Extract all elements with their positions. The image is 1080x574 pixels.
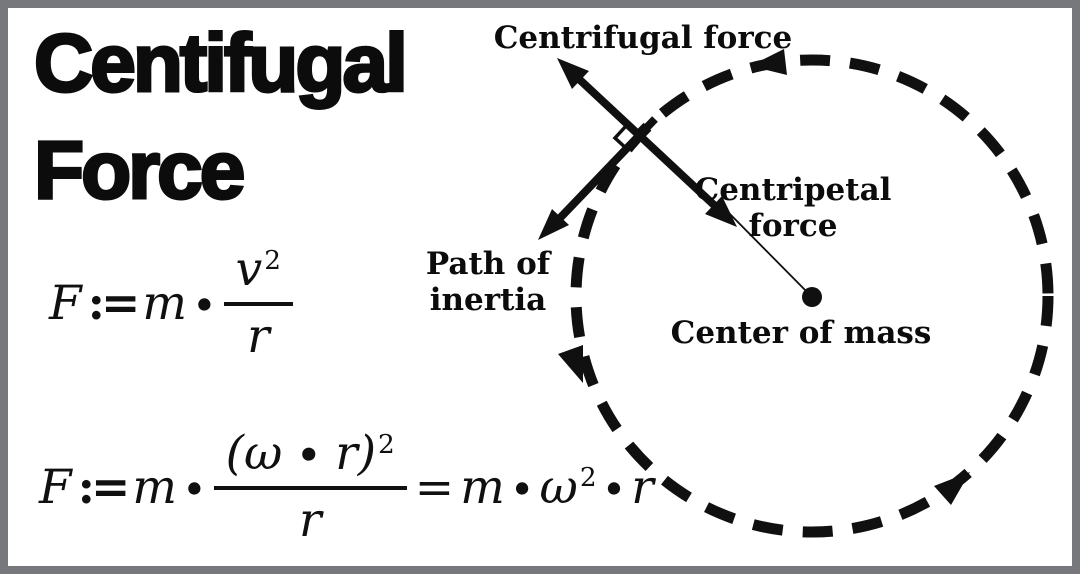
equals-operator: = (414, 459, 455, 515)
poster-title-line2: Force (33, 124, 247, 218)
formula-angular-rhs-m: m (460, 459, 505, 515)
numerator-base: (ω ∙ r) (225, 426, 377, 481)
numerator-exponent: 2 (378, 429, 395, 460)
formula-angular-rhs-r: r (631, 459, 654, 515)
label-centrifugal-force: Centrifugal force (468, 20, 818, 56)
formula-linear-fraction: v2 r (223, 242, 293, 364)
orbit-arrowhead-bottom-right-icon (934, 472, 970, 505)
dot-operator: ∙ (511, 463, 533, 511)
label-path-of-inertia: Path of inertia (398, 246, 578, 318)
poster-title: Centifugal Force (33, 10, 410, 224)
formula-angular-fraction: (ω ∙ r)2 r (213, 426, 407, 548)
dot-operator: ∙ (183, 463, 205, 511)
fraction-denominator: r (247, 309, 270, 364)
orbit-arrowhead-top-icon (750, 49, 787, 75)
dot-operator: ∙ (603, 463, 625, 511)
label-centripetal-line2: force (748, 208, 838, 244)
formula-linear: F := m ∙ v2 r (49, 239, 295, 367)
formula-angular-F: F (39, 459, 72, 515)
fraction-denominator: r (298, 493, 322, 548)
orbit-arrowhead-left-icon (558, 345, 583, 383)
label-path-line1: Path of (425, 246, 551, 282)
centripetal-arrowhead-icon (705, 196, 737, 227)
label-center-of-mass: Center of mass (661, 315, 941, 351)
label-centrifugal-force-text: Centrifugal force (493, 20, 793, 56)
circular-motion-diagram (538, 49, 1054, 538)
formula-angular-rhs-omega: ω2 (539, 460, 596, 515)
assign-operator: := (87, 275, 141, 331)
center-of-mass-dot (802, 287, 822, 307)
fraction-numerator: v2 (223, 242, 293, 306)
centrifugal-arrowhead-icon (557, 58, 589, 89)
poster-title-line1: Centifugal (33, 17, 410, 111)
omega-exponent: 2 (579, 463, 597, 494)
numerator-exponent: 2 (264, 245, 281, 276)
label-path-line2: inertia (429, 282, 547, 318)
path-of-inertia-arrowhead-icon (538, 209, 569, 240)
numerator-base: v (235, 242, 263, 297)
label-centripetal-line1: Centripetal (694, 172, 892, 208)
omega-base: ω (539, 459, 578, 515)
radius-line (723, 207, 813, 298)
dot-operator: ∙ (193, 279, 215, 327)
assign-operator: := (77, 459, 131, 515)
fraction-numerator: (ω ∙ r)2 (213, 426, 407, 490)
formula-angular: F := m ∙ (ω ∙ r)2 r = m ∙ ω2 ∙ r (39, 421, 654, 553)
path-of-inertia-shaft (557, 116, 658, 221)
formula-linear-m: m (142, 275, 187, 331)
radial-force-shaft (577, 77, 717, 208)
formula-angular-m: m (132, 459, 177, 515)
orbit-dashed-circle (570, 54, 1054, 538)
label-center-of-mass-text: Center of mass (670, 315, 932, 351)
formula-linear-F: F (49, 275, 82, 331)
label-centripetal-force: Centripetal force (663, 172, 923, 244)
